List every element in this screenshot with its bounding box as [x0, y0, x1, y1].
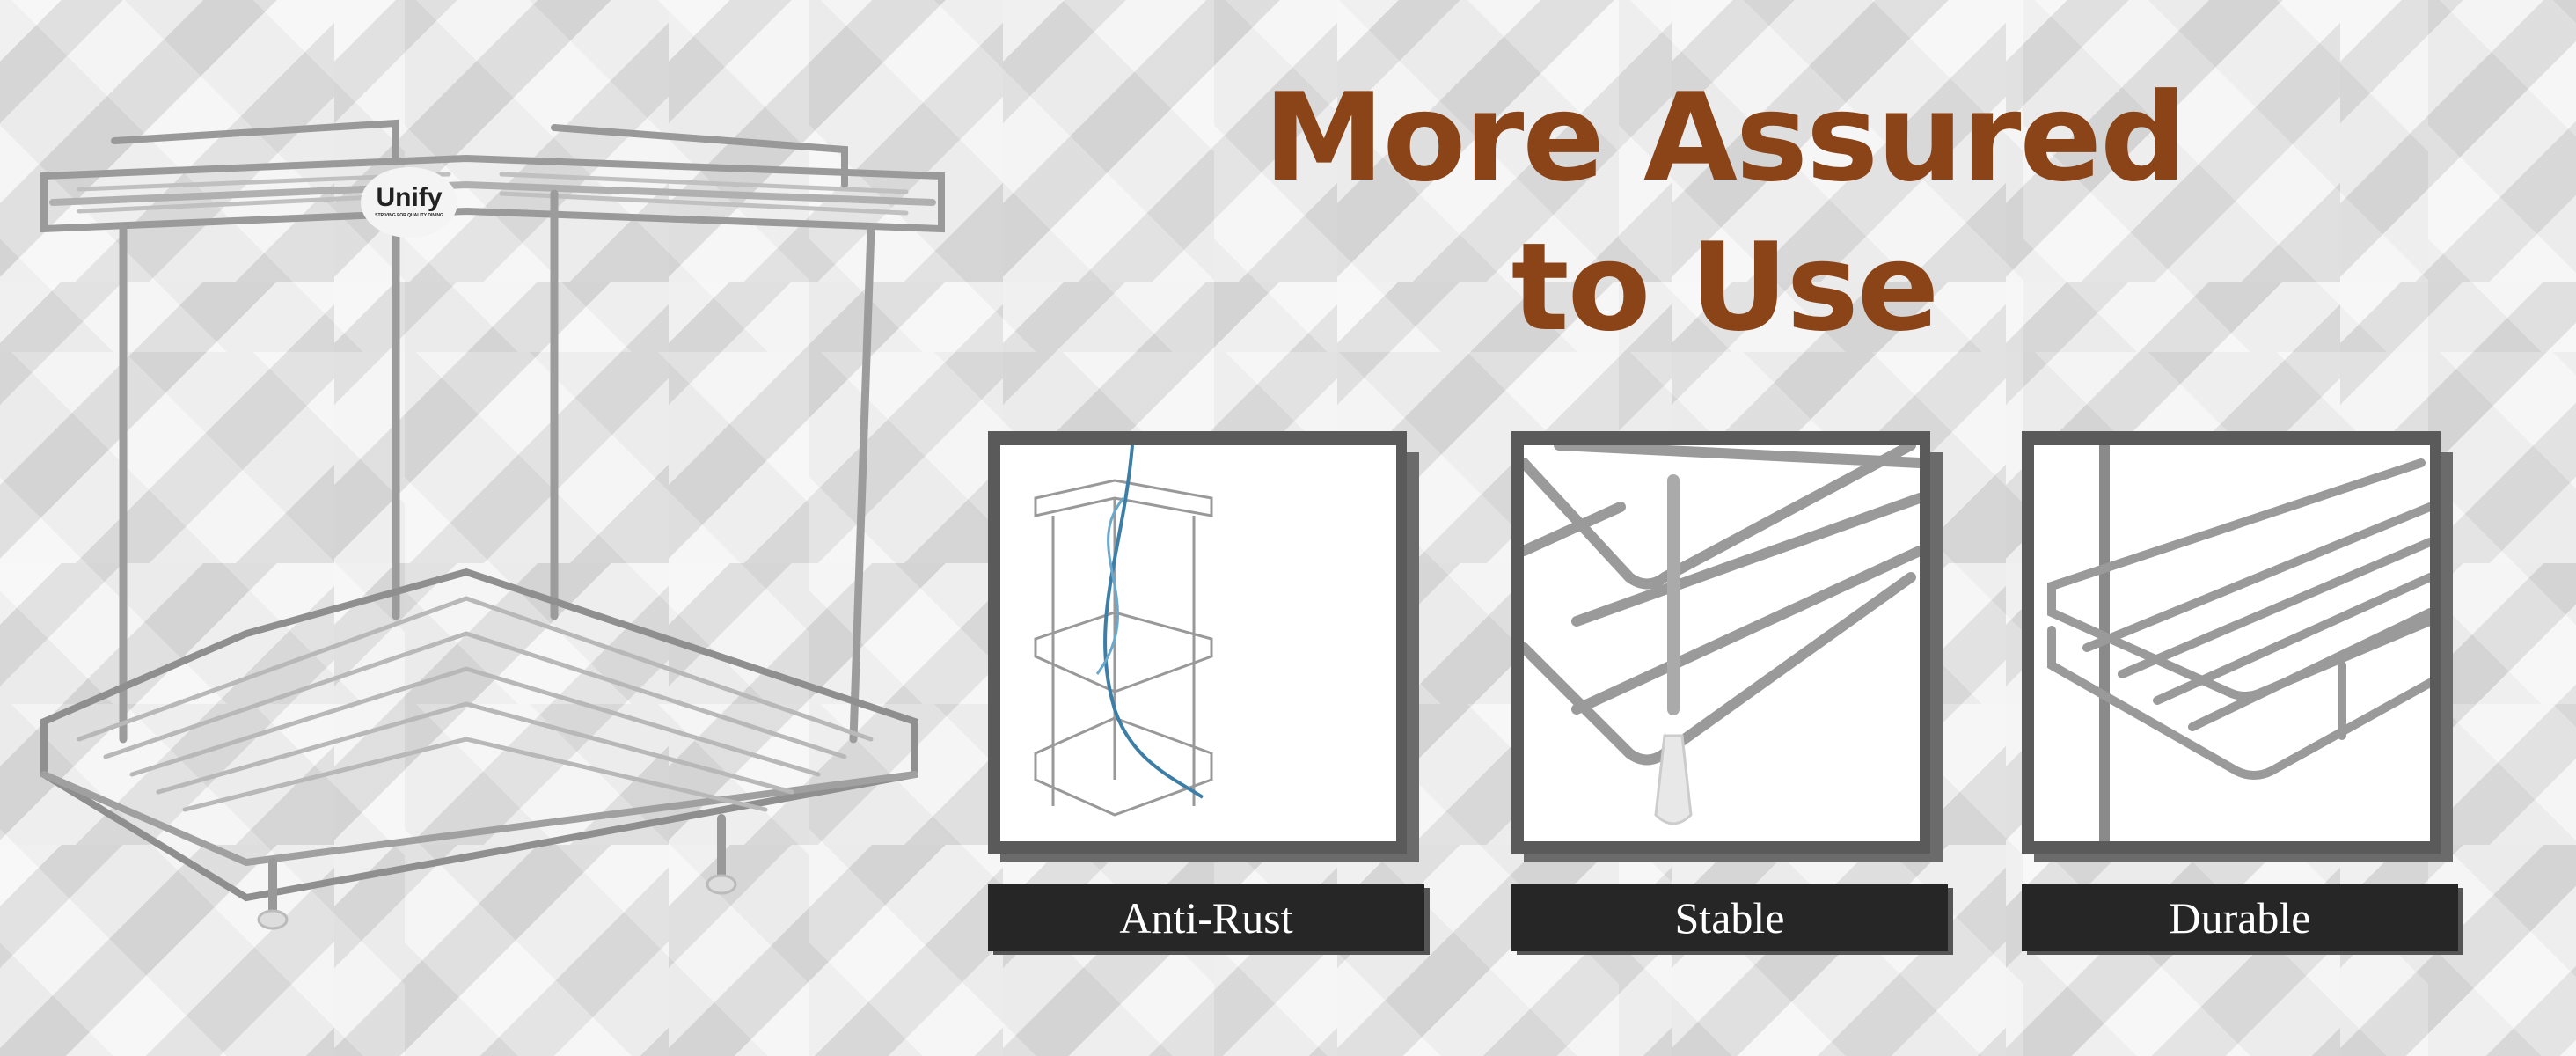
feature-label-stable: Stable [1511, 884, 1948, 951]
feature-card-stable [1511, 431, 1943, 862]
feature-card-anti-rust [988, 431, 1419, 862]
brand-tagline: STRIVING FOR QUALITY DINING [375, 213, 443, 218]
product-rack-image: Unify STRIVING FOR QUALITY DINING [26, 106, 959, 950]
feature-card-durable [2022, 431, 2453, 862]
brand-logo-text: Unify [376, 183, 443, 212]
feature-label-anti-rust: Anti-Rust [988, 884, 1424, 951]
heading-line-2: to Use [1511, 216, 1940, 358]
feature-label-durable: Durable [2022, 884, 2458, 951]
rack-corner-closeup-image [2034, 445, 2430, 841]
rack-leg-closeup-image [1524, 445, 1920, 841]
brand-logo: Unify STRIVING FOR QUALITY DINING [361, 167, 457, 238]
heading-line-1: More Assured [1263, 67, 2187, 209]
water-splash-rack-image [1000, 445, 1396, 841]
